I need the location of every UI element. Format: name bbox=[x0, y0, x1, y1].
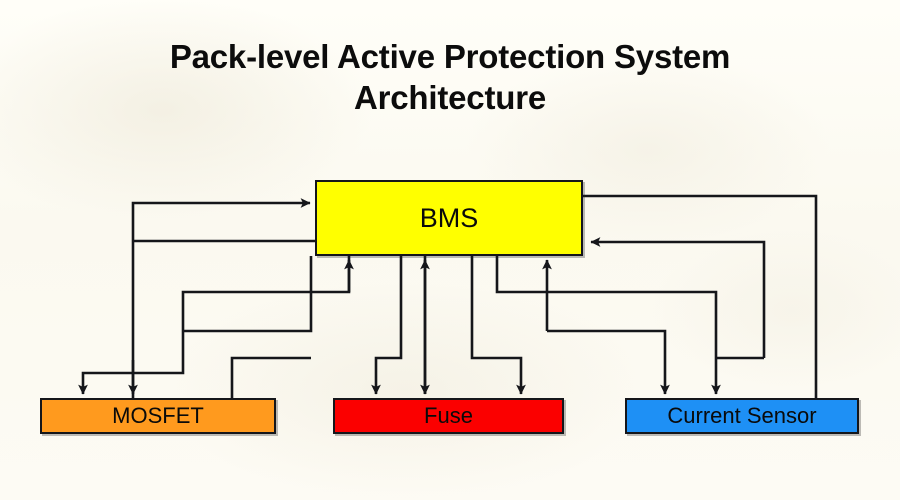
node-bms[interactable]: BMS bbox=[315, 180, 583, 256]
wire-bms-to-mosfet-b bbox=[183, 256, 313, 333]
node-fuse-label: Fuse bbox=[424, 403, 473, 428]
wire-mosfet-to-bms-a bbox=[131, 198, 311, 398]
node-sensor-label: Current Sensor bbox=[667, 403, 817, 428]
wire-bms-to-sensor-b bbox=[547, 329, 670, 395]
wire-sensor-to-bms-arrow bbox=[590, 237, 766, 358]
node-sensor[interactable]: Current Sensor bbox=[625, 398, 859, 434]
node-mosfet[interactable]: MOSFET bbox=[40, 398, 276, 434]
wire-mosfet-return bbox=[230, 356, 311, 398]
wire-bms-to-fuse-right bbox=[470, 256, 526, 395]
wire-sensor-to-bms-top bbox=[583, 194, 818, 398]
node-bms-label: BMS bbox=[419, 202, 479, 233]
page-title-line-1: Pack-level Active Protection System bbox=[169, 38, 731, 75]
wire-bms-to-mosfet-a bbox=[78, 256, 351, 395]
page-title-line-2: Architecture bbox=[354, 79, 546, 117]
wire-bms-to-fuse-left bbox=[371, 256, 403, 395]
node-mosfet-label: MOSFET bbox=[112, 403, 204, 428]
page-title: Pack-level Active Protection System Arch… bbox=[0, 36, 900, 119]
node-fuse[interactable]: Fuse bbox=[333, 398, 564, 434]
wire-bms-to-sensor-a bbox=[495, 256, 721, 395]
